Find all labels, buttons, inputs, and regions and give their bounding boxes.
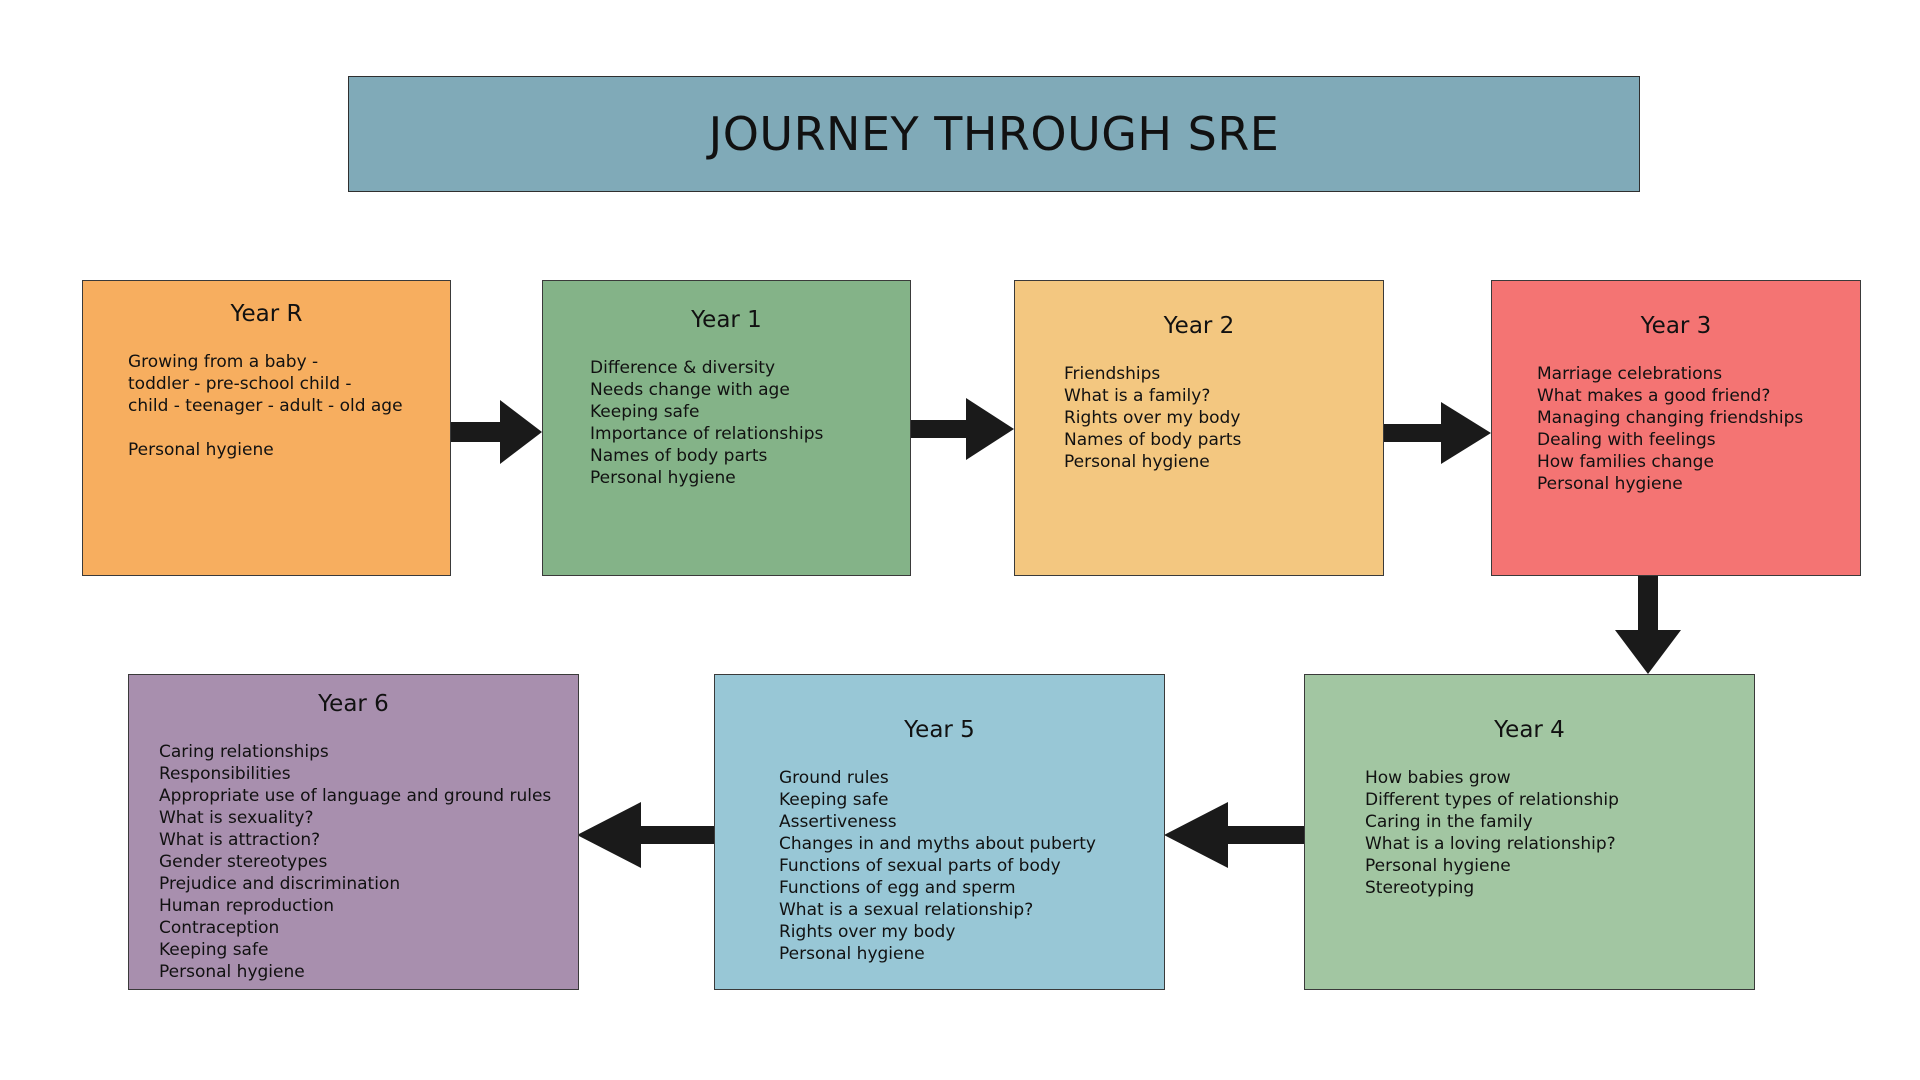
topic-item: Dealing with feelings bbox=[1537, 430, 1716, 450]
topic-item: Personal hygiene bbox=[779, 944, 925, 964]
topic-item: Personal hygiene bbox=[1365, 856, 1511, 876]
arrow-left-icon bbox=[1164, 802, 1304, 868]
year-r-heading: Year R bbox=[230, 301, 303, 327]
topic-item: How babies grow bbox=[1365, 768, 1511, 788]
topic-item: Rights over my body bbox=[779, 922, 956, 942]
topic-item: Prejudice and discrimination bbox=[159, 874, 401, 894]
topic-item: child - teenager - adult - old age bbox=[128, 396, 403, 416]
topic-item: Growing from a baby - bbox=[128, 352, 319, 372]
topic-item: Rights over my body bbox=[1064, 408, 1241, 428]
arrow-right-icon bbox=[911, 398, 1014, 460]
arrow-down-icon bbox=[1615, 576, 1681, 674]
topic-item: What makes a good friend? bbox=[1537, 386, 1771, 406]
topic-item: How families change bbox=[1537, 452, 1714, 472]
title-banner: JOURNEY THROUGH SRE bbox=[348, 76, 1640, 192]
topic-item: Managing changing friendships bbox=[1537, 408, 1804, 428]
topic-item: Human reproduction bbox=[159, 896, 335, 916]
arrow-left-icon bbox=[577, 802, 714, 868]
year-1-heading: Year 1 bbox=[691, 307, 762, 333]
topic-item: Changes in and myths about puberty bbox=[779, 834, 1096, 854]
topic-item: Names of body parts bbox=[590, 446, 768, 466]
topic-item: What is a sexual relationship? bbox=[779, 900, 1034, 920]
topic-item: Caring in the family bbox=[1365, 812, 1533, 832]
year-r-box: Year R Growing from a baby -toddler - pr… bbox=[82, 280, 451, 576]
topic-item: Different types of relationship bbox=[1365, 790, 1619, 810]
topic-item: Personal hygiene bbox=[128, 440, 274, 460]
topic-item: Contraception bbox=[159, 918, 280, 938]
topic-item: Keeping safe bbox=[779, 790, 889, 810]
arrow-right-icon bbox=[451, 400, 542, 464]
topic-item: What is sexuality? bbox=[159, 808, 314, 828]
topic-item: Assertiveness bbox=[779, 812, 897, 832]
topic-item: Keeping safe bbox=[159, 940, 269, 960]
topic-item: Marriage celebrations bbox=[1537, 364, 1723, 384]
topic-item: Difference & diversity bbox=[590, 358, 776, 378]
topic-item: Functions of sexual parts of body bbox=[779, 856, 1061, 876]
topic-item: Keeping safe bbox=[590, 402, 700, 422]
arrow-right-icon bbox=[1384, 402, 1491, 464]
year-3-heading: Year 3 bbox=[1640, 313, 1712, 339]
topic-item: Responsibilities bbox=[159, 764, 291, 784]
topic-item: Personal hygiene bbox=[159, 962, 305, 982]
year-4-heading: Year 4 bbox=[1494, 717, 1565, 743]
topic-item: toddler - pre-school child - bbox=[128, 374, 352, 394]
diagram-title: JOURNEY THROUGH SRE bbox=[708, 107, 1280, 161]
topic-item: Functions of egg and sperm bbox=[779, 878, 1016, 898]
topic-item: Friendships bbox=[1064, 364, 1161, 384]
topic-item: What is a loving relationship? bbox=[1365, 834, 1616, 854]
topic-item: Importance of relationships bbox=[590, 424, 824, 444]
year-5-heading: Year 5 bbox=[904, 717, 975, 743]
topic-item: What is attraction? bbox=[159, 830, 321, 850]
topic-item: Personal hygiene bbox=[1537, 474, 1683, 494]
topic-item: Personal hygiene bbox=[1064, 452, 1210, 472]
topic-item: Caring relationships bbox=[159, 742, 329, 762]
topic-item: Names of body parts bbox=[1064, 430, 1242, 450]
topic-item: Gender stereotypes bbox=[159, 852, 328, 872]
year-6-heading: Year 6 bbox=[318, 691, 389, 717]
topic-item: Needs change with age bbox=[590, 380, 790, 400]
topic-item: Stereotyping bbox=[1365, 878, 1475, 898]
year-r-topic-list: Growing from a baby -toddler - pre-schoo… bbox=[128, 351, 403, 461]
topic-item: Ground rules bbox=[779, 768, 889, 788]
topic-item: Appropriate use of language and ground r… bbox=[159, 786, 552, 806]
topic-item: Personal hygiene bbox=[590, 468, 736, 488]
topic-item bbox=[128, 417, 403, 439]
topic-item: What is a family? bbox=[1064, 386, 1211, 406]
year-2-heading: Year 2 bbox=[1163, 313, 1235, 339]
